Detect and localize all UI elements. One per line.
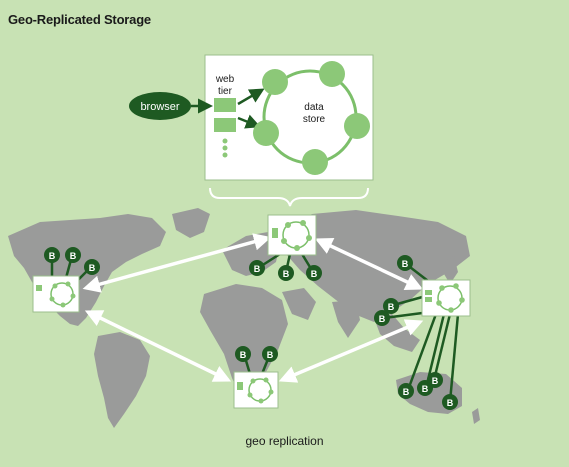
blob-node: B [249,260,265,276]
server-icon [36,285,42,291]
server-icon [425,297,432,302]
datacenter-africa [233,371,279,409]
web-to-store-arrow [237,114,261,129]
replication-arrow [278,319,424,383]
datacenter-asia [421,279,471,317]
svg-text:B: B [89,263,96,273]
svg-text:B: B [379,314,386,324]
svg-text:B: B [447,398,454,408]
data-store-label-text: data [304,102,324,113]
svg-text:B: B [311,269,318,279]
data-store-node [344,113,370,139]
more-servers-dot [222,145,228,151]
data-store-node [302,149,328,175]
more-servers-dot [222,138,228,144]
blob-node: B [278,265,294,281]
blob-node: B [383,298,399,314]
india-landmass [332,300,360,338]
svg-text:B: B [267,350,274,360]
blob-node: B [306,265,322,281]
server-icon [272,228,278,238]
svg-text:B: B [49,251,56,261]
server-icon [237,382,243,390]
blob-node: B [374,310,390,326]
data-store-node [253,120,279,146]
browser-label: browser [140,101,179,113]
blob-node: B [235,346,251,362]
diagram-title: Geo-Replicated Storage [8,12,151,27]
datacenter-us [32,275,80,313]
diagram-caption: geo replication [245,434,324,448]
svg-text:B: B [402,259,409,269]
svg-text:B: B [70,251,77,261]
datacenter-europe [267,214,317,256]
greenland-landmass [172,208,210,238]
web-tier-label-text: web [215,74,235,85]
replication-arrow [84,310,232,382]
data-store-node [262,69,288,95]
web-to-store-arrow [237,88,265,106]
web-tier-label-line2: tier [218,86,233,97]
replication-arrow [82,233,272,293]
blob-node: B [427,372,443,388]
blob-node: B [262,346,278,362]
svg-text:B: B [240,350,247,360]
japan-landmass [444,256,458,284]
data-store-node [319,61,345,87]
browser-node [129,92,191,120]
web-server-icon [214,118,236,132]
svg-text:B: B [254,264,261,274]
middle-east-landmass [282,288,316,320]
svg-text:B: B [403,387,410,397]
blob-nodes: B B B B B B B B B B B B B B B [44,247,458,410]
blob-node: B [442,394,458,410]
blob-node: B [398,383,414,399]
svg-text:B: B [388,302,395,312]
replication-arrow [314,238,424,290]
detail-bracket [209,187,369,207]
more-servers-dot [222,152,228,158]
blob-node: B [44,247,60,263]
new-zealand-landmass [472,408,480,424]
svg-text:B: B [283,269,290,279]
blob-links [50,252,460,403]
replication-arrows [82,233,424,383]
south-america-landmass [94,332,150,428]
svg-text:B: B [432,376,439,386]
web-server-icon [214,98,236,112]
blob-node: B [84,259,100,275]
blob-node: B [65,247,81,263]
server-icon [425,290,432,295]
svg-text:B: B [422,384,429,394]
data-store-label-line2: store [303,114,326,125]
blob-node: B [397,255,413,271]
